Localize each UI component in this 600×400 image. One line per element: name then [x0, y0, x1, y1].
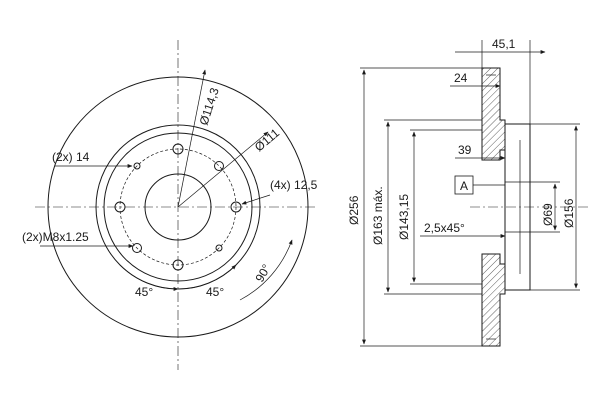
label-angle-right: 45° [206, 285, 224, 299]
threaded-hole [215, 244, 223, 252]
leader-pcd [177, 69, 207, 208]
leader-hub [177, 131, 269, 208]
pilot-hole [214, 161, 224, 171]
bolt-circle [119, 148, 237, 266]
label-hat-depth: 39 [458, 143, 472, 157]
label-angle-left: 45° [135, 285, 153, 299]
label-holes-four: (4x) 12,5 [270, 178, 318, 192]
threaded-hole [133, 162, 141, 170]
label-holes-pair: (2x) 14 [52, 150, 90, 164]
bolt-hole [172, 143, 184, 155]
angle-arc-right [177, 264, 237, 290]
bolt-hole [230, 201, 242, 213]
label-69: Ø69 [541, 203, 555, 226]
label-hub-bore: Ø111 [252, 126, 282, 155]
hat-outer [103, 132, 253, 282]
hat-body [504, 123, 531, 291]
disc-outer-edge [47, 76, 309, 338]
bolt-hole [114, 201, 126, 213]
label-datum: A [460, 179, 468, 193]
disc-section-upper [481, 67, 506, 161]
label-chamfer: 2,5x45° [424, 221, 465, 235]
label-163: Ø163 máx. [371, 186, 385, 245]
label-threads: (2x)M8x1.25 [22, 230, 89, 244]
label-angle-side: 90° [252, 262, 273, 285]
disc-section-lower [481, 253, 506, 347]
side-view: 45,1 24 39 A 2,5x45° Ø256 Ø163 máx. Ø143… [347, 37, 590, 347]
label-outer-diameter: Ø256 [347, 195, 361, 225]
angle-arc-side [239, 239, 293, 301]
center-bore [144, 173, 212, 241]
front-view: Ø114,3 Ø111 (2x) 14 (4x) 12,5 (2x)M8x1.2… [22, 40, 318, 370]
label-total-width: 45,1 [492, 37, 516, 51]
pilot-hole [132, 243, 142, 253]
label-156: Ø156 [562, 198, 576, 228]
leader-holes-four [241, 194, 271, 205]
label-disc-thickness: 24 [454, 71, 468, 85]
angle-arc-left [119, 264, 179, 291]
bolt-hole [172, 259, 184, 271]
label-143: Ø143,15 [397, 194, 411, 240]
